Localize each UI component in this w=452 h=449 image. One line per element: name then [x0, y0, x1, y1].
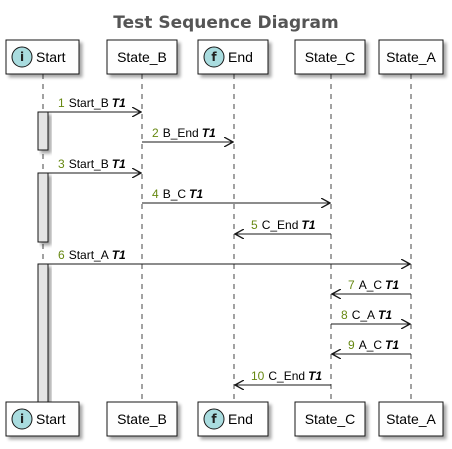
participant-end-top: f End	[197, 39, 269, 75]
message-number: 3	[58, 157, 65, 171]
message-text: Start_B	[69, 96, 109, 110]
message-text: B_End	[163, 126, 199, 140]
initial-icon: i	[11, 408, 33, 430]
message-tag: T1	[189, 187, 203, 201]
svg-text:f: f	[211, 50, 217, 64]
message-text: Start_A	[69, 248, 109, 262]
participant-start-top: i Start	[5, 39, 80, 75]
final-icon: f	[203, 46, 225, 68]
svg-text:i: i	[20, 50, 24, 64]
lifelines	[42, 74, 412, 402]
participants-top: i Start State_B f End State_C State_A	[5, 39, 444, 75]
message-text: A_C	[359, 278, 383, 292]
participant-start-bottom: i Start	[5, 401, 80, 437]
message-text: Start_B	[69, 157, 109, 171]
participant-label: State_B	[117, 411, 167, 427]
message-tag: T1	[301, 218, 315, 232]
message-tag: T1	[378, 308, 392, 322]
participant-label: State_C	[305, 49, 356, 65]
message-text: C_End	[268, 369, 305, 383]
participant-state_c-top: State_C	[294, 39, 366, 75]
participant-state_b-bottom: State_B	[106, 401, 178, 437]
participant-label: Start	[36, 411, 66, 427]
participant-label: State_A	[386, 411, 436, 427]
svg-text:i: i	[20, 412, 24, 426]
message-text: A_C	[359, 338, 383, 352]
message-number: 8	[341, 308, 348, 322]
participant-label: Start	[36, 49, 66, 65]
participant-label: End	[228, 49, 253, 65]
participant-box	[378, 39, 444, 75]
participant-label: End	[228, 411, 253, 427]
message-number: 6	[58, 248, 65, 262]
participant-state_a-top: State_A	[378, 39, 444, 75]
message-tag: T1	[112, 157, 126, 171]
participant-box	[106, 39, 178, 75]
participant-label: State_A	[386, 49, 436, 65]
message-tag: T1	[202, 126, 216, 140]
participant-label: State_C	[305, 411, 356, 427]
participant-state_a-bottom: State_A	[378, 401, 444, 437]
message-number: 1	[58, 96, 65, 110]
message-tag: T1	[385, 338, 399, 352]
participants-bottom: i Start State_B f End State_C State_A	[5, 401, 444, 437]
message-tag: T1	[385, 278, 399, 292]
final-icon: f	[203, 408, 225, 430]
participant-box	[106, 401, 178, 437]
participant-state_c-bottom: State_C	[294, 401, 366, 437]
message-text: B_C	[163, 187, 187, 201]
participant-end-bottom: f End	[197, 401, 269, 437]
activation-bar	[37, 172, 49, 243]
message-tag: T1	[112, 96, 126, 110]
message-text: C_End	[262, 218, 299, 232]
diagram-title: Test Sequence Diagram	[113, 13, 338, 33]
message-number: 9	[348, 338, 355, 352]
activation-bar	[37, 263, 49, 403]
participant-state_b-top: State_B	[106, 39, 178, 75]
participant-box	[378, 401, 444, 437]
message-tag: T1	[112, 248, 126, 262]
message-tag: T1	[308, 369, 322, 383]
participant-label: State_B	[117, 49, 167, 65]
message-number: 2	[152, 126, 159, 140]
initial-icon: i	[11, 46, 33, 68]
svg-text:f: f	[211, 412, 217, 426]
message-number: 10	[251, 369, 265, 383]
participant-box	[294, 401, 366, 437]
activation-bar	[37, 111, 49, 151]
message-text: C_A	[352, 308, 375, 322]
message-number: 7	[348, 278, 355, 292]
participant-box	[294, 39, 366, 75]
message-number: 5	[251, 218, 258, 232]
message-number: 4	[152, 187, 159, 201]
